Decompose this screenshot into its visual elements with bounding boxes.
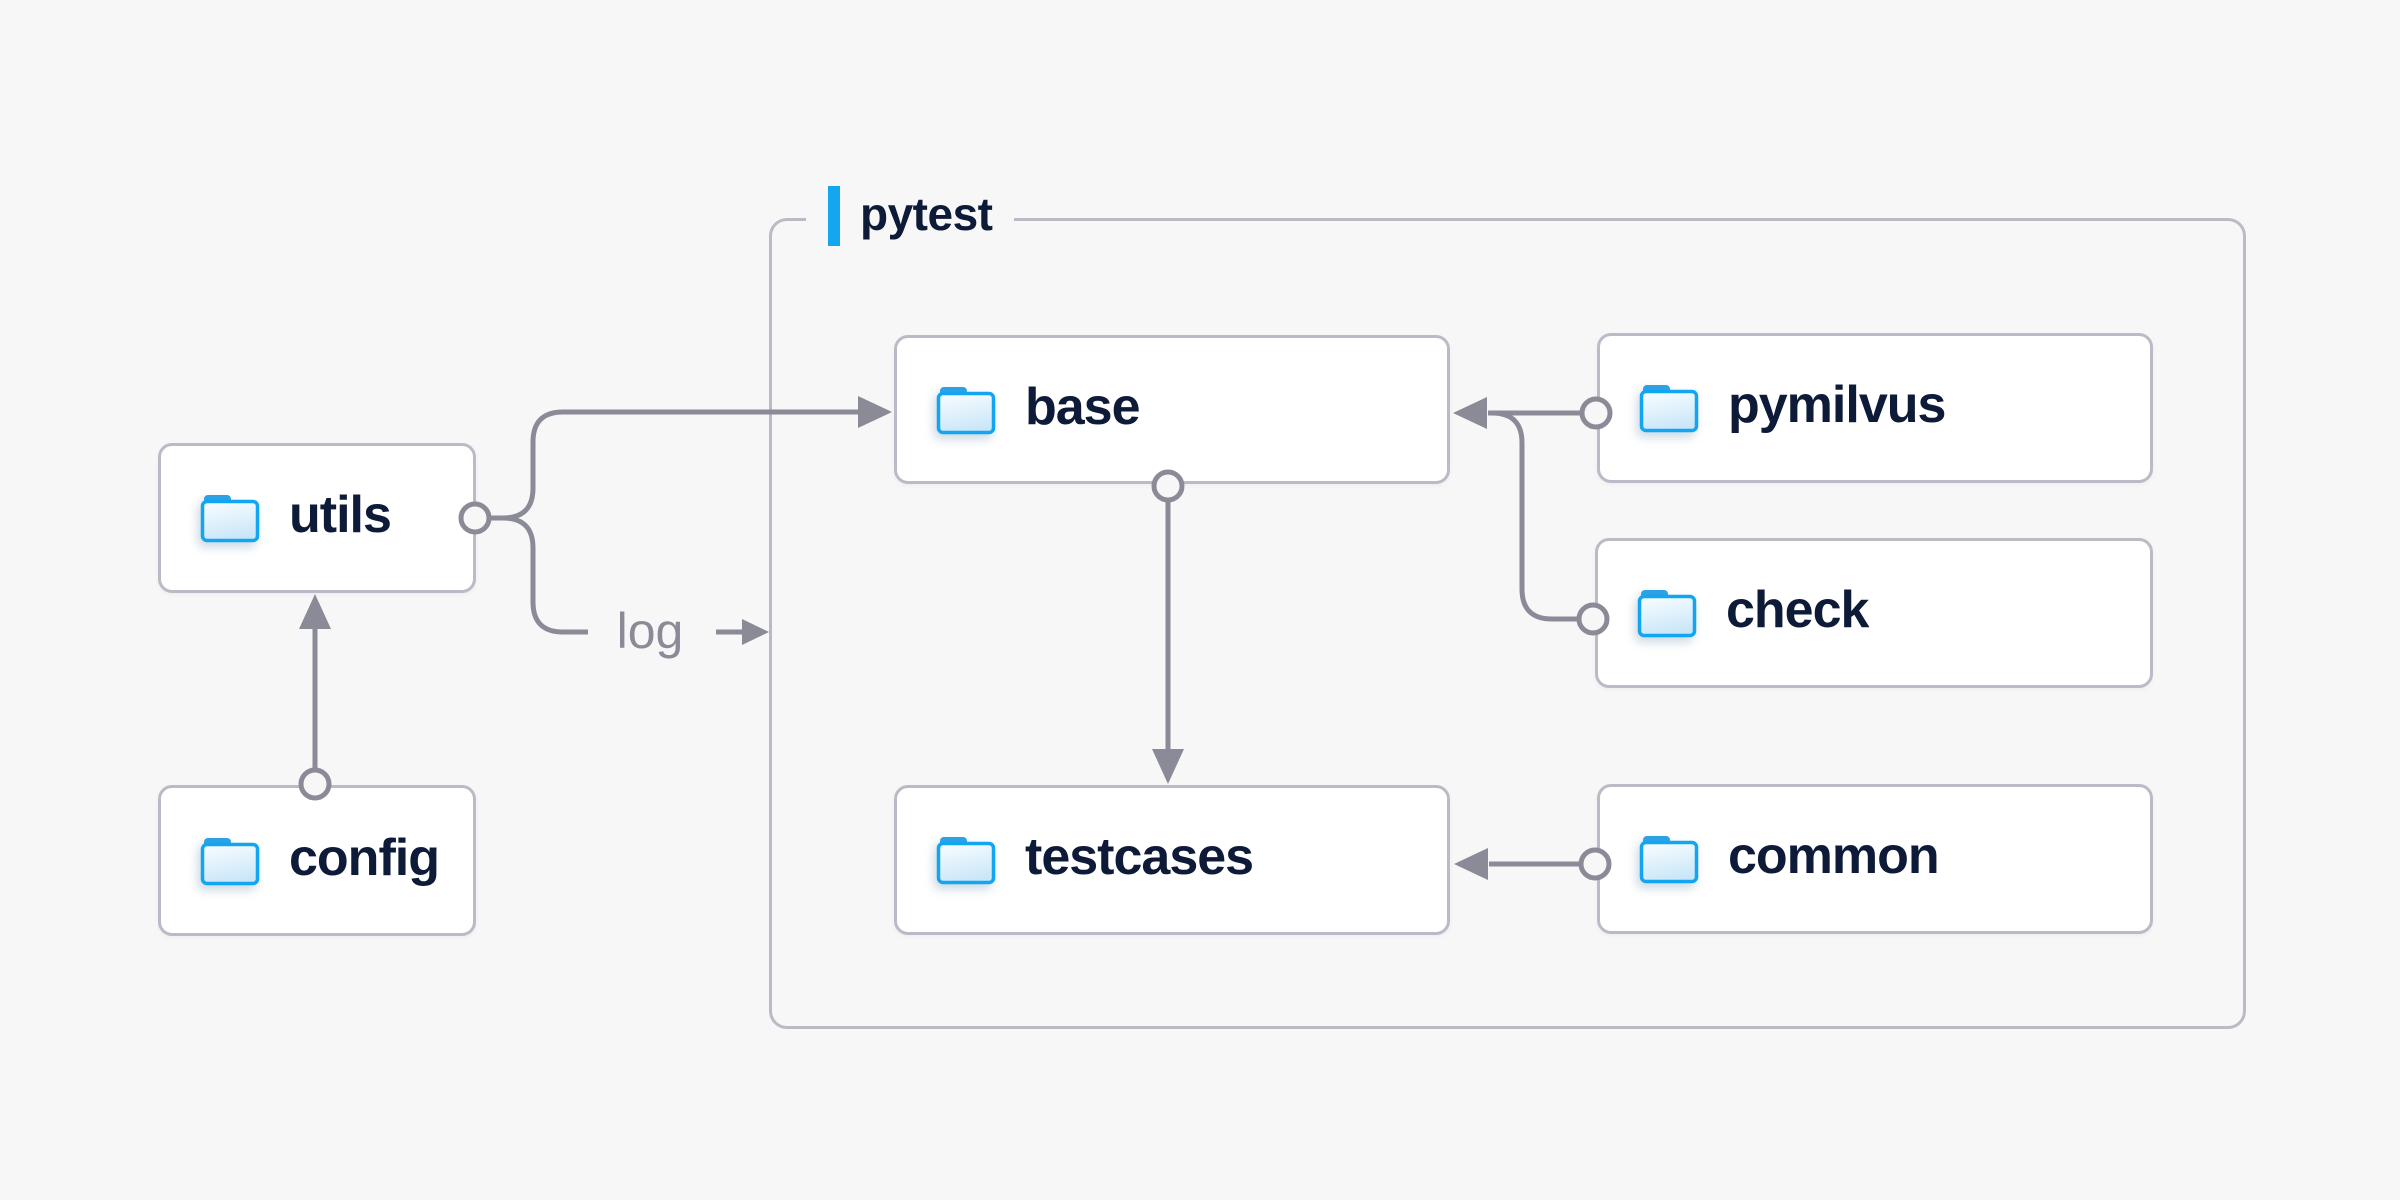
folder-icon [1638, 382, 1700, 434]
node-testcases: testcases [894, 785, 1450, 935]
folder-icon [1636, 587, 1698, 639]
node-common: common [1597, 784, 2153, 934]
node-label: config [289, 828, 440, 887]
pytest-label-text: pytest [860, 188, 993, 240]
arrowhead-up [299, 594, 331, 629]
folder-icon [935, 384, 997, 436]
edge-label-log: log [592, 602, 708, 660]
pytest-container [769, 218, 2246, 1029]
pytest-label: pytest [806, 185, 1015, 247]
folder-icon [199, 835, 261, 887]
arrowhead-right-small [742, 619, 769, 645]
node-label: pymilvus [1728, 376, 1946, 434]
folder-icon [1638, 833, 1700, 885]
node-label: base [1025, 377, 1141, 436]
edge-utils-log [502, 515, 588, 635]
node-check: check [1595, 538, 2153, 688]
folder-icon [199, 492, 261, 544]
node-label: check [1726, 581, 1869, 639]
accent-bar [828, 186, 840, 246]
node-label: utils [289, 486, 392, 544]
folder-icon [935, 834, 997, 886]
node-base: base [894, 335, 1450, 484]
node-label: testcases [1025, 828, 1254, 886]
node-pymilvus: pymilvus [1597, 333, 2153, 483]
node-config: config [158, 785, 476, 936]
node-utils: utils [158, 443, 476, 593]
node-label: common [1728, 827, 1940, 885]
